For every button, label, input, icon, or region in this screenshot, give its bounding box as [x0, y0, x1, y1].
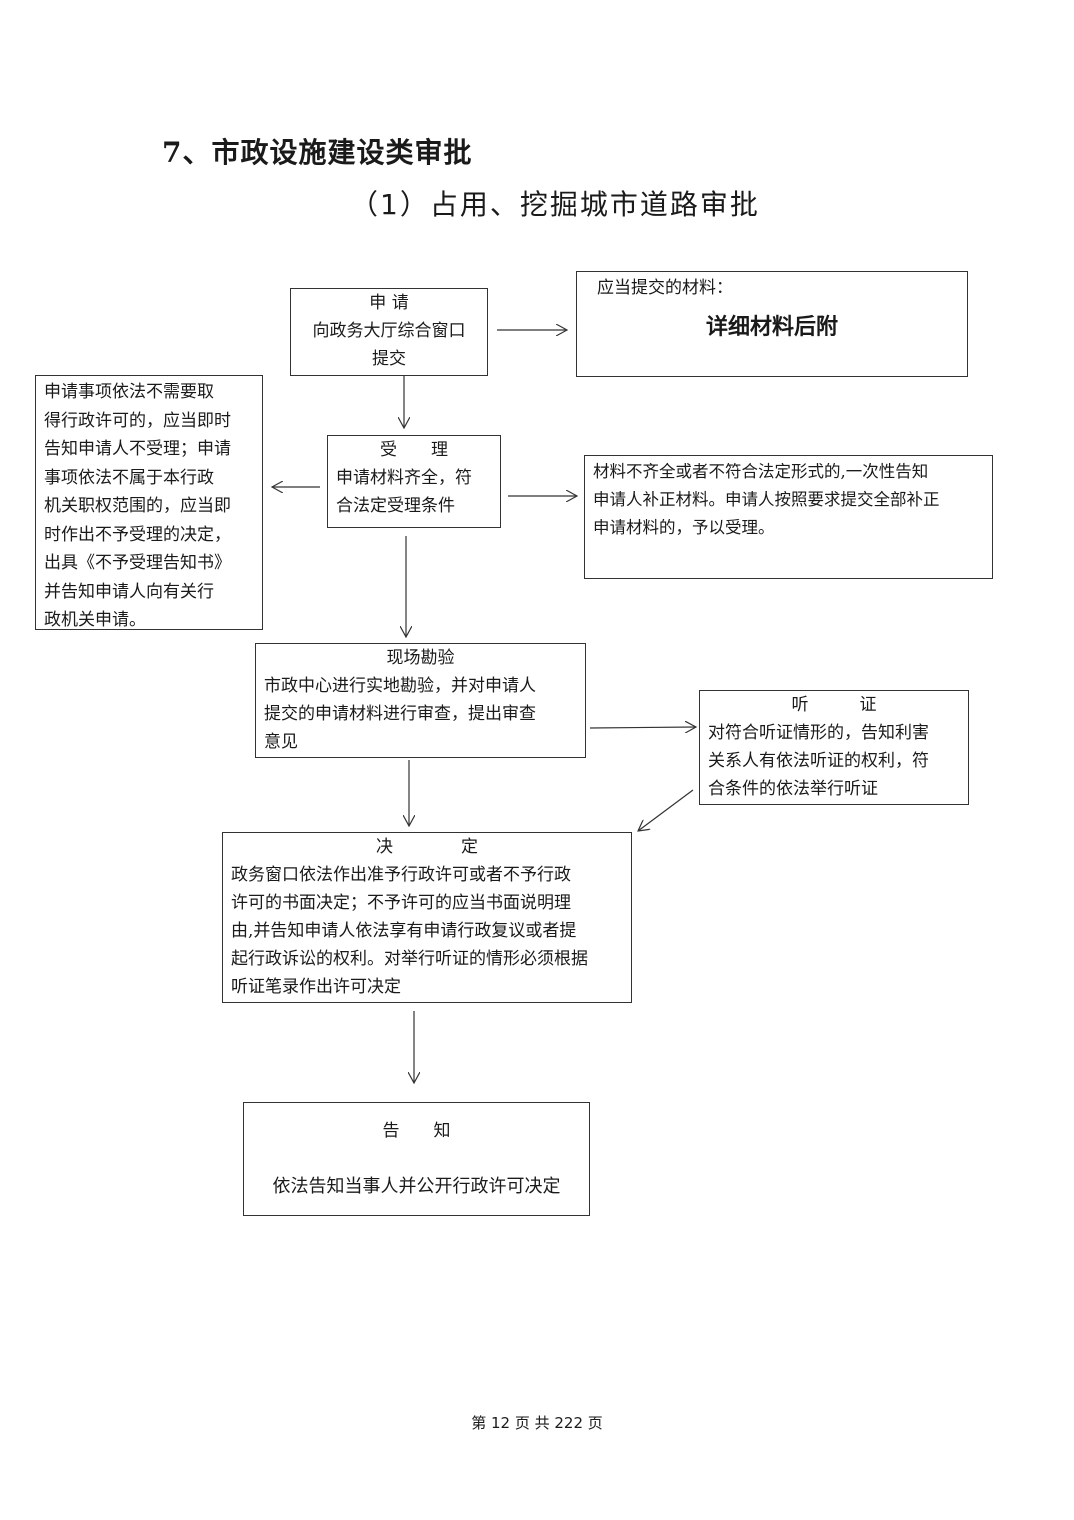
hearing-line: 关系人有依法听证的权利，符	[708, 751, 929, 771]
arrow-hearing-to-decision	[638, 789, 694, 831]
materials-box: 应当提交的材料： 详细材料后附	[576, 271, 968, 377]
inspection-line: 意见	[264, 732, 298, 752]
accept-line: 申请材料齐全，符	[336, 468, 472, 488]
accept-line: 合法定受理条件	[336, 496, 455, 516]
reject-line: 事项依法不属于本行政	[44, 467, 214, 488]
section-title: 7、市政设施建设类审批	[162, 136, 473, 169]
decision-line: 许可的书面决定；不予许可的应当书面说明理	[231, 893, 571, 913]
reject-line: 时作出不予受理的决定，	[44, 524, 231, 545]
apply-heading: 申 请	[369, 293, 409, 313]
decision-heading: 决 定	[376, 837, 478, 857]
apply-line: 提交	[372, 349, 406, 369]
supplement-line: 材料不齐全或者不符合法定形式的,一次性告知	[593, 462, 929, 481]
decision-line: 由,并告知申请人依法享有申请行政复议或者提	[231, 921, 577, 941]
inspection-line: 市政中心进行实地勘验，并对申请人	[264, 676, 536, 696]
notify-line: 依法告知当事人并公开行政许可决定	[272, 1176, 561, 1197]
inspection-heading: 现场勘验	[386, 648, 455, 668]
hearing-line: 对符合听证情形的，告知利害	[708, 723, 929, 743]
reject-line: 得行政许可的，应当即时	[44, 410, 231, 431]
apply-box: 申 请 向政务大厅综合窗口 提交	[290, 288, 488, 376]
accept-box: 受 理 申请材料齐全，符 合法定受理条件	[327, 435, 501, 528]
decision-line: 政务窗口依法作出准予行政许可或者不予行政	[231, 865, 571, 885]
decision-line: 听证笔录作出许可决定	[231, 977, 401, 997]
hearing-heading: 听 证	[791, 695, 877, 715]
supplement-box: 材料不齐全或者不符合法定形式的,一次性告知 申请人补正材料。申请人按照要求提交全…	[584, 455, 993, 579]
sub-title: （1）占用、挖掘城市道路审批	[350, 188, 760, 221]
reject-box: 申请事项依法不需要取 得行政许可的，应当即时 告知申请人不受理；申请 事项依法不…	[35, 375, 263, 630]
reject-line: 机关职权范围的，应当即	[44, 496, 231, 516]
notify-heading: 告 知	[382, 1121, 451, 1141]
decision-box: 决 定 政务窗口依法作出准予行政许可或者不予行政 许可的书面决定；不予许可的应当…	[222, 832, 632, 1003]
materials-emphasis: 详细材料后附	[705, 315, 838, 340]
materials-heading: 应当提交的材料：	[597, 278, 733, 298]
reject-line: 告知申请人不受理；申请	[44, 439, 231, 459]
supplement-line: 申请人补正材料。申请人按照要求提交全部补正	[593, 490, 940, 509]
page-number: 第 12 页 共 222 页	[471, 1414, 603, 1432]
notify-box: 告 知 依法告知当事人并公开行政许可决定	[243, 1102, 590, 1216]
hearing-box: 听 证 对符合听证情形的，告知利害 关系人有依法听证的权利，符 合条件的依法举行…	[699, 690, 969, 805]
reject-line: 申请事项依法不需要取	[44, 382, 214, 402]
inspection-box: 现场勘验 市政中心进行实地勘验，并对申请人 提交的申请材料进行审查，提出审查 意…	[255, 643, 586, 758]
decision-line: 起行政诉讼的权利。对举行听证的情形必须根据	[231, 949, 588, 969]
reject-line: 并告知申请人向有关行	[44, 581, 214, 602]
reject-line: 政机关申请。	[44, 610, 146, 630]
accept-heading: 受 理	[380, 440, 448, 460]
inspection-line: 提交的申请材料进行审查，提出审查	[264, 704, 536, 724]
supplement-line: 申请材料的，予以受理。	[593, 518, 775, 537]
reject-line: 出具《不予受理告知书》	[44, 553, 231, 573]
apply-line: 向政务大厅综合窗口	[312, 321, 466, 341]
hearing-line: 合条件的依法举行听证	[708, 779, 878, 799]
arrow-inspection-to-hearing	[589, 727, 696, 728]
